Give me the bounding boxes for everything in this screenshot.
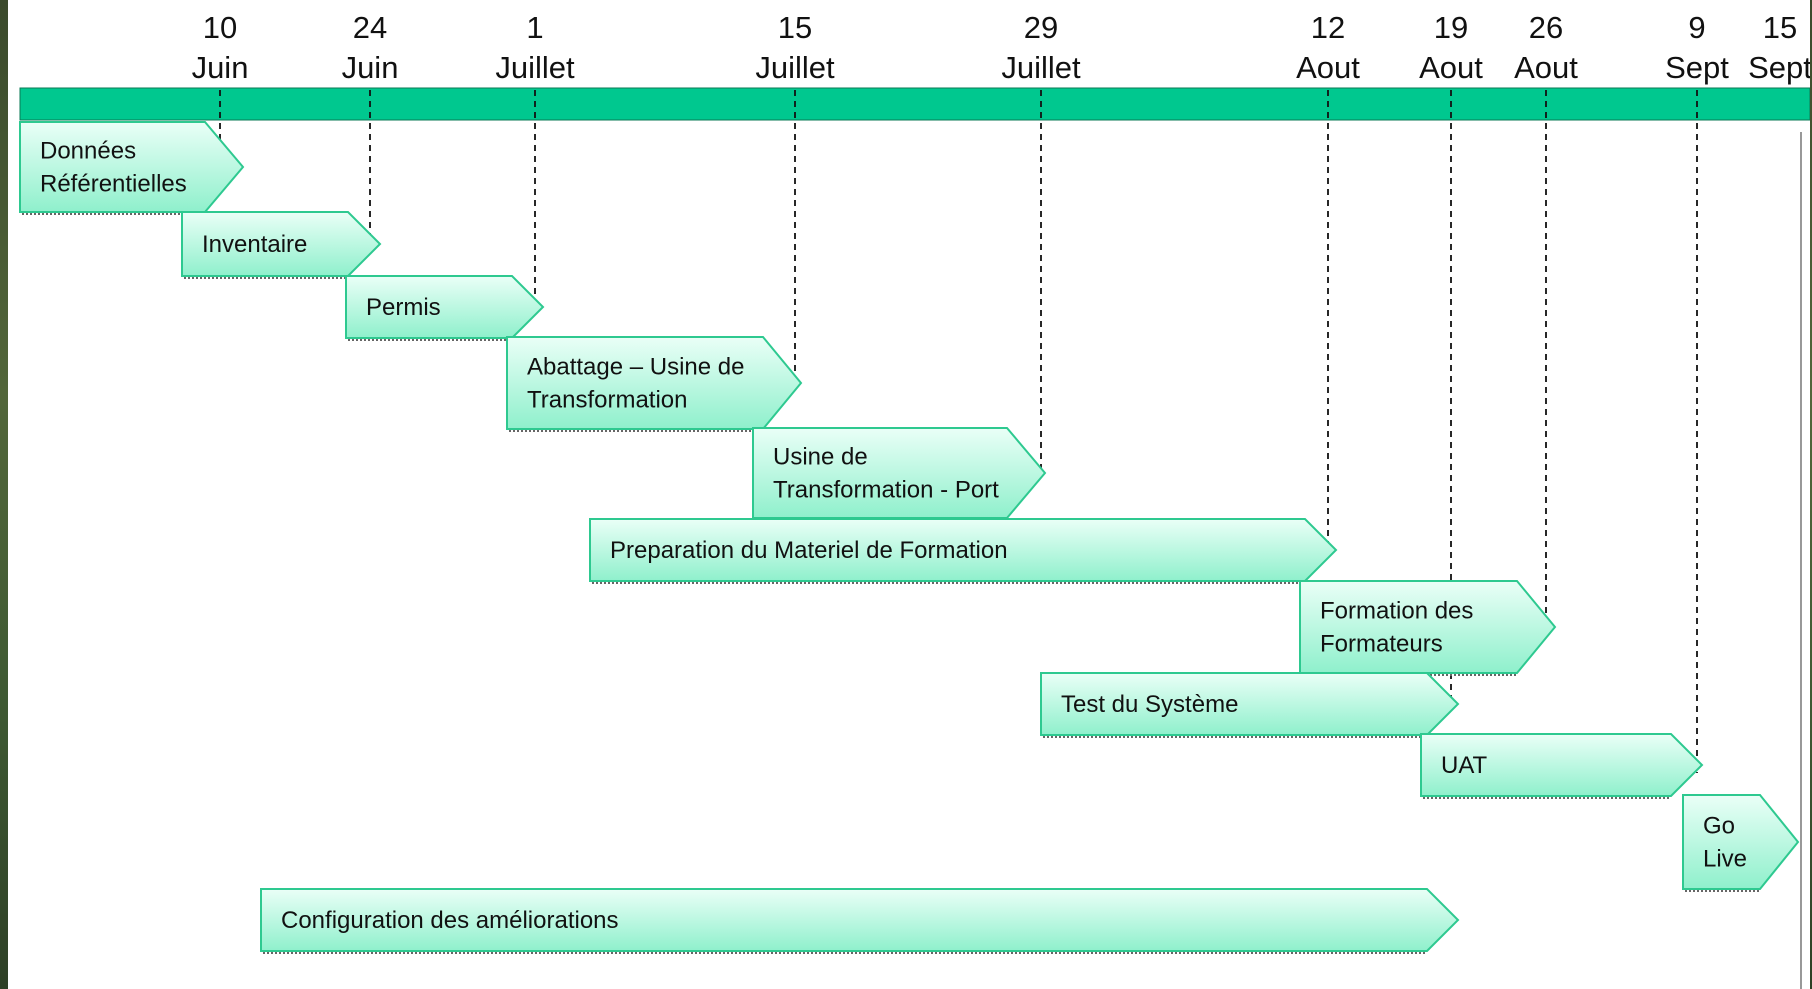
task-arrow [506, 336, 803, 430]
date-month-label: Juillet [1001, 50, 1081, 85]
date-day-label: 15 [1763, 10, 1797, 45]
date-day-label: 9 [1688, 10, 1705, 45]
date-month-label: Aout [1296, 50, 1360, 85]
task-label: Formateurs [1320, 631, 1443, 658]
task-label: Transformation [527, 387, 688, 414]
timeline-bar [19, 87, 1810, 121]
date-month-label: Sept [1748, 50, 1810, 85]
date-day-label: 24 [353, 10, 387, 45]
task-label: Go [1703, 813, 1735, 840]
task-label: Live [1703, 846, 1747, 873]
date-day-label: 12 [1311, 10, 1345, 45]
date-month-label: Juillet [755, 50, 835, 85]
task-arrow [181, 211, 382, 277]
date-month-label: Aout [1419, 50, 1483, 85]
task-arrow [19, 121, 245, 213]
date-month-label: Juillet [495, 50, 575, 85]
date-day-label: 26 [1529, 10, 1563, 45]
date-day-label: 10 [203, 10, 237, 45]
task-label: UAT [1441, 752, 1488, 779]
task-label: Référentielles [40, 171, 187, 198]
date-month-label: Aout [1514, 50, 1578, 85]
task-label: Permis [366, 294, 441, 321]
task-arrow [1420, 733, 1704, 797]
task-arrow [1040, 672, 1460, 736]
date-month-label: Juin [192, 50, 249, 85]
task-label: Données [40, 138, 136, 165]
task-label: Test du Système [1061, 691, 1238, 718]
task-label: Configuration des améliorations [281, 907, 619, 934]
date-day-label: 15 [778, 10, 812, 45]
task-arrow [1299, 580, 1557, 674]
task-label: Formation des [1320, 598, 1473, 625]
task-arrow [1682, 794, 1800, 890]
date-day-label: 29 [1024, 10, 1058, 45]
date-month-label: Sept [1665, 50, 1729, 85]
task-arrow [260, 888, 1460, 952]
task-arrow [345, 275, 545, 339]
task-label: Preparation du Materiel de Formation [610, 537, 1008, 564]
task-arrow [589, 518, 1338, 582]
date-day-label: 1 [526, 10, 543, 45]
task-label: Transformation - Port [773, 477, 999, 504]
task-arrow [752, 427, 1047, 519]
date-month-label: Juin [342, 50, 399, 85]
task-label: Abattage – Usine de [527, 354, 745, 381]
date-day-label: 19 [1434, 10, 1468, 45]
task-label: Usine de [773, 444, 868, 471]
task-label: Inventaire [202, 231, 307, 258]
